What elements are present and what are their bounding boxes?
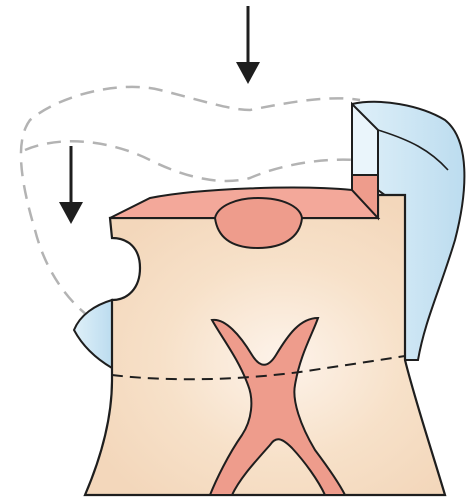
pulp-horn bbox=[215, 198, 302, 248]
force-arrow-occlusal bbox=[236, 6, 260, 84]
missing-cusp-inner-outline bbox=[25, 141, 355, 181]
force-arrow-cusp bbox=[59, 146, 83, 224]
